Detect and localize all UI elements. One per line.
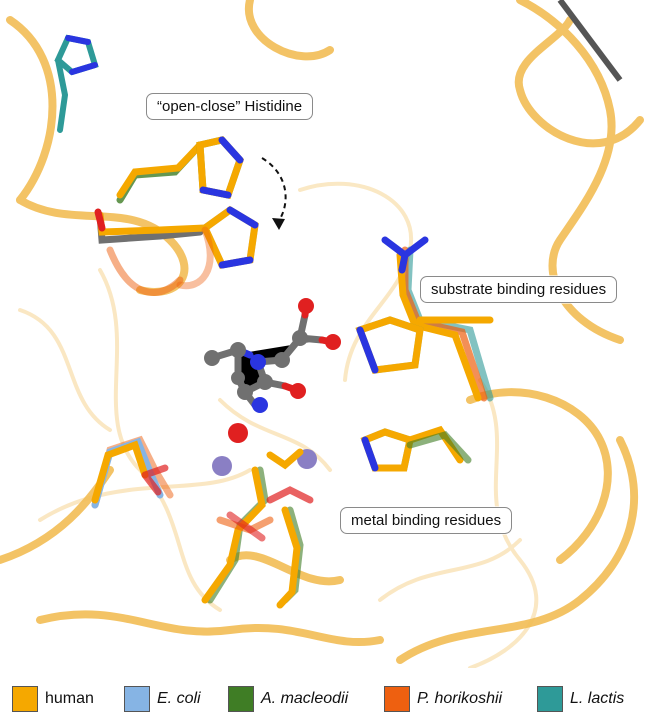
legend-label: human <box>45 690 94 707</box>
backbone-ribbon <box>218 398 332 472</box>
backbone-ribbon <box>244 0 334 61</box>
metal-callout: metal binding residues <box>340 507 513 534</box>
backbone-ribbon <box>378 538 522 602</box>
legend-label: L. lactis <box>570 690 625 707</box>
species-legend: human E. coli A. macleodii P. horikoshii L. … <box>0 684 660 714</box>
backbone-ribbon <box>36 610 384 647</box>
metal-ion <box>212 456 232 476</box>
backbone-ribbon <box>18 308 112 432</box>
legend-swatch <box>12 686 38 712</box>
backbone-ribbon <box>6 16 57 204</box>
metal-binding-residues <box>91 435 314 609</box>
protein-structure-render <box>0 0 644 668</box>
open-close-arrow <box>261 157 287 223</box>
ligand-molecule <box>204 298 341 413</box>
backbone-ribbon <box>226 551 344 586</box>
legend-item: L. lactis <box>537 684 624 714</box>
substrate-binding-residues <box>355 236 494 472</box>
backbone-ribbon <box>396 436 638 664</box>
legend-label: A. macleodii <box>261 690 349 707</box>
legend-swatch <box>124 686 150 712</box>
arrow-head <box>272 218 285 230</box>
legend-swatch <box>384 686 410 712</box>
backbone-ribbon <box>468 378 539 668</box>
substrate-callout: substrate binding residues <box>420 276 618 303</box>
backbone-ribbon <box>466 388 612 564</box>
backbone-ribbon <box>514 16 644 148</box>
water-oxygen <box>228 423 248 443</box>
legend-item: E. coli <box>124 684 201 714</box>
backbone-ribbon <box>557 0 623 82</box>
legend-label: E. coli <box>157 690 201 707</box>
legend-item: human <box>12 684 94 714</box>
legend-label: P. horikoshii <box>417 690 503 707</box>
histidine-callout: “open-close” Histidine <box>146 93 314 120</box>
legend-item: A. macleodii <box>228 684 348 714</box>
histidine-side-chain <box>94 136 259 296</box>
legend-swatch <box>228 686 254 712</box>
legend-swatch <box>537 686 563 712</box>
legend-item: P. horikoshii <box>384 684 502 714</box>
histidine-side-chain <box>54 34 99 133</box>
